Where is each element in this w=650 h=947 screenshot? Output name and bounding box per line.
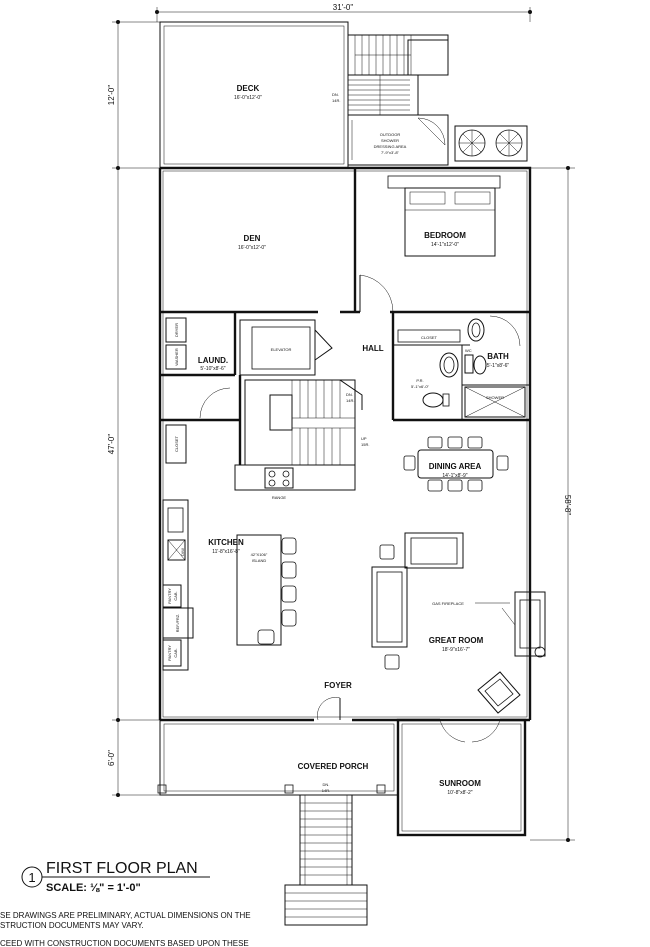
island-size-label: 42"X106" bbox=[251, 552, 268, 557]
main-depth-dimension: 47'-0" bbox=[107, 434, 116, 455]
bedroom-label: BEDROOM bbox=[424, 231, 466, 240]
powder-label: P.R. bbox=[416, 378, 423, 383]
great-room-label: GREAT ROOM bbox=[429, 636, 484, 645]
powder-size: 5'-1"x6'-0" bbox=[411, 384, 430, 389]
outdoor-shower-size: 7'-9"x3'-8" bbox=[381, 150, 400, 155]
deck-stair-dn-label: DN. bbox=[332, 92, 339, 97]
dining-size: 14'-1"x8'-9" bbox=[442, 473, 467, 479]
covered-porch-label: COVERED PORCH bbox=[298, 762, 369, 771]
kitchen-fixtures bbox=[162, 464, 356, 671]
bath-fixtures bbox=[397, 318, 526, 418]
interior-stair-dn-risers: 14R. bbox=[346, 398, 354, 403]
interior-stair-up-label: UP bbox=[361, 436, 367, 441]
sunroom-label: SUNROOM bbox=[439, 779, 481, 788]
laundry-label: LAUND. bbox=[198, 356, 228, 365]
interior-stair-dn-label: DN. bbox=[346, 392, 353, 397]
interior-walls bbox=[160, 168, 530, 465]
bedroom-size: 14'-1"x12'-0" bbox=[431, 242, 459, 248]
island-label: ISLAND bbox=[252, 558, 267, 563]
hall-label: HALL bbox=[362, 344, 383, 353]
wc-label: WC bbox=[465, 348, 472, 353]
kitchen-label: KITCHEN bbox=[208, 538, 244, 547]
ref-label: REF./FRZ. bbox=[175, 614, 180, 633]
drawing-title: FIRST FLOOR PLAN bbox=[46, 860, 198, 877]
shower-label: SHOWER bbox=[486, 395, 504, 400]
scale-value: ⅛" = 1'-0" bbox=[90, 882, 141, 894]
foyer-label: FOYER bbox=[324, 681, 352, 690]
side-closet bbox=[165, 424, 187, 464]
outdoor-shower-label-3: DRESSING AREA bbox=[374, 144, 407, 149]
bath-closet-label: CLOSET bbox=[421, 335, 438, 340]
front-stair bbox=[284, 794, 368, 926]
note-line-1: SE DRAWINGS ARE PRELIMINARY, ACTUAL DIME… bbox=[0, 911, 251, 920]
great-room-furniture bbox=[371, 532, 546, 714]
bed bbox=[387, 175, 501, 257]
elevator-label: ELEVATOR bbox=[271, 347, 292, 352]
exterior-walls bbox=[158, 166, 532, 722]
bath-size: 5'-1"x8'-6" bbox=[487, 363, 510, 369]
scale-prefix: SCALE: bbox=[46, 882, 90, 894]
porch-depth-dimension: 6'-0" bbox=[107, 750, 116, 766]
covered-porch bbox=[157, 720, 398, 796]
title-block bbox=[21, 866, 210, 888]
pantry-2-cab: CAB. bbox=[173, 648, 178, 657]
side-closet-label: CLOSET bbox=[174, 435, 179, 452]
overall-depth-dimension: 58'-8" bbox=[563, 495, 572, 516]
outdoor-shower-label-2: SHOWER bbox=[381, 138, 399, 143]
deck-label: DECK bbox=[237, 84, 260, 93]
porch-stair-risers: 14R. bbox=[322, 788, 330, 793]
den-label: DEN bbox=[244, 234, 261, 243]
interior-stair bbox=[244, 379, 363, 466]
elevator bbox=[239, 319, 333, 376]
fireplace-label: GAS FIREPLACE bbox=[432, 601, 464, 606]
drawing-scale-prefix: SCALE: ⅛" = 1'-0" bbox=[46, 882, 141, 894]
deck-depth-dimension: 12'-0" bbox=[107, 85, 116, 106]
den-size: 16'-0"x12'-0" bbox=[238, 245, 266, 251]
deck-area bbox=[159, 21, 528, 169]
pantry-2-label: PANTRY bbox=[167, 645, 172, 661]
range-label: RANGE bbox=[272, 495, 287, 500]
dishwasher-label: D/W bbox=[180, 548, 185, 556]
drawing-number: 1 bbox=[28, 870, 35, 885]
pantry-1-label: PANTRY bbox=[167, 588, 172, 604]
dryer-label: DRYER bbox=[174, 323, 179, 337]
great-room-size: 18'-9"x16'-7" bbox=[442, 647, 470, 653]
note-line-2: STRUCTION DOCUMENTS MAY VARY. bbox=[0, 921, 144, 930]
washer-label: WASHER bbox=[174, 348, 179, 366]
deck-stair-risers: 14R. bbox=[332, 98, 340, 103]
laundry-size: 5'-10"x8'-6" bbox=[200, 366, 225, 372]
overall-width-dimension: 31'-0" bbox=[333, 3, 354, 12]
dining-table bbox=[403, 436, 509, 492]
sunroom-size: 10'-8"x8'-2" bbox=[447, 790, 472, 796]
kitchen-size: 11'-8"x16'-8" bbox=[212, 549, 240, 555]
porch-stair-dn-label: DN. bbox=[323, 782, 330, 787]
dining-label: DINING AREA bbox=[429, 462, 482, 471]
sunroom bbox=[396, 718, 527, 837]
washer-dryer bbox=[165, 317, 187, 370]
interior-stair-up-risers: 15R. bbox=[361, 442, 369, 447]
bath-label: BATH bbox=[487, 352, 509, 361]
outdoor-shower-label-1: OUTDOOR bbox=[380, 132, 401, 137]
dimension-lines bbox=[112, 7, 575, 842]
note-line-3: CEED WITH CONSTRUCTION DOCUMENTS BASED U… bbox=[0, 939, 249, 947]
deck-size: 16'-0"x12'-0" bbox=[234, 95, 262, 101]
pantry-1-cab: CAB. bbox=[173, 591, 178, 600]
